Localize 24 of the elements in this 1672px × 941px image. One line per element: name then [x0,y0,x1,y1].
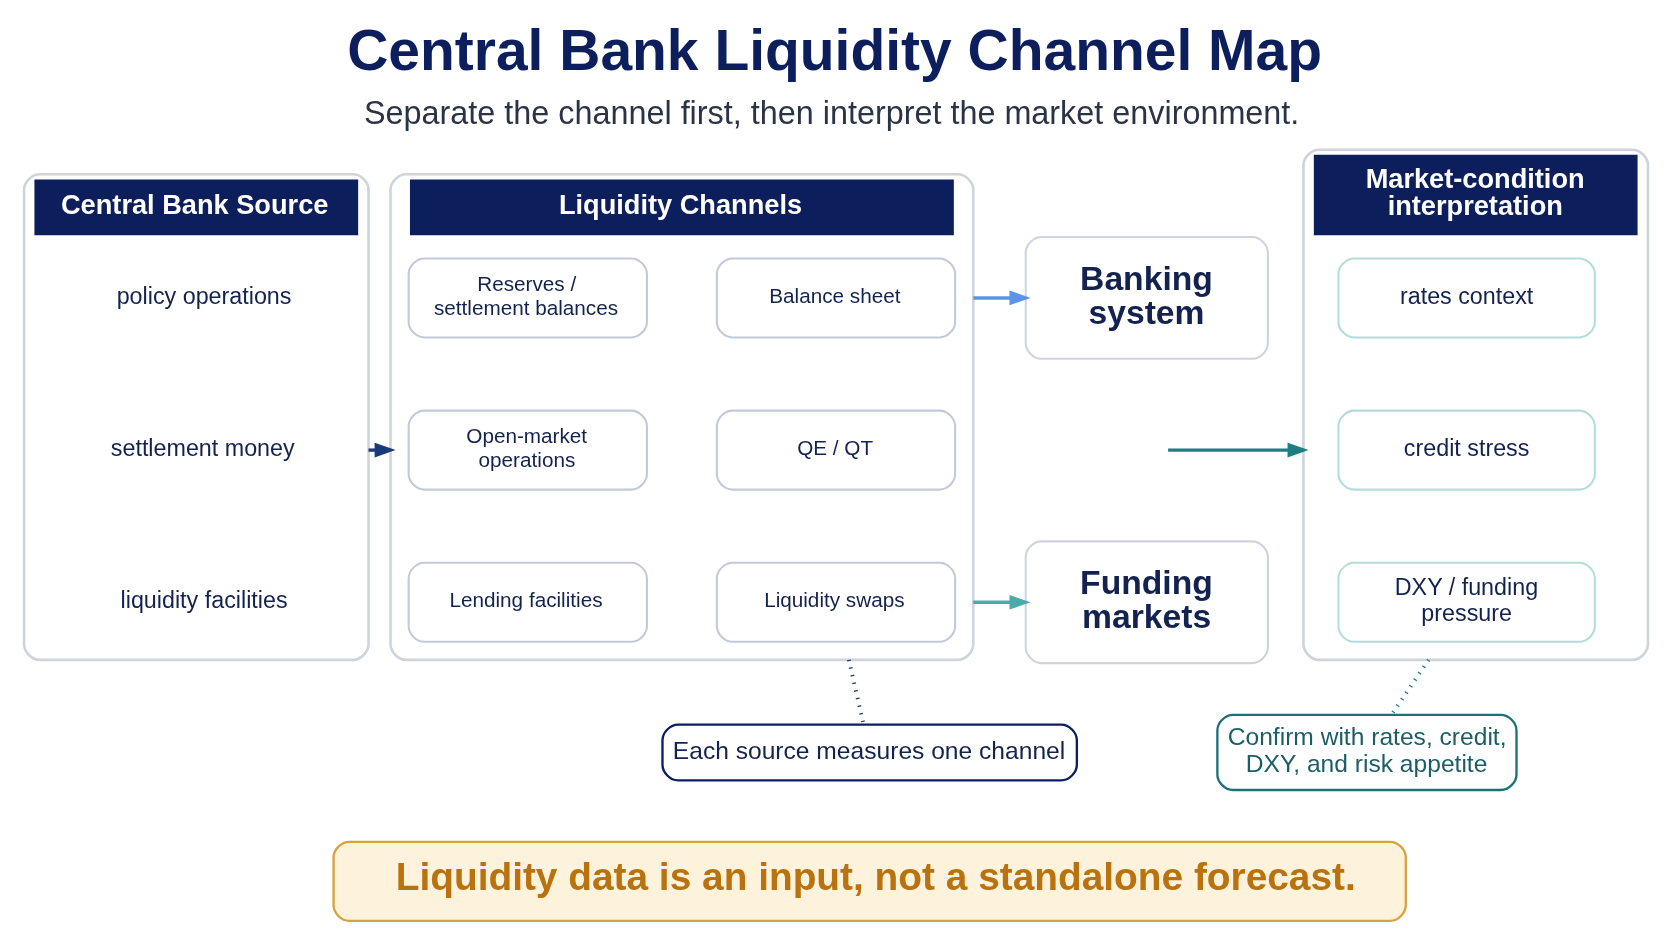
arrow [1168,442,1309,458]
node-box: Banking system [1024,236,1269,360]
node-box: Balance sheet [715,257,957,339]
node-text: policy operations [116,282,292,309]
node-box: credit stress [1337,409,1596,491]
node-box: Liquidity swaps [715,561,957,643]
node-box: rates context [1337,257,1596,339]
node-box: Lending facilities [407,561,648,643]
node-text: liquidity facilities [120,586,288,613]
node-box: Funding markets [1024,540,1269,665]
arrow [368,442,396,458]
node-box: Each source measures one channel [661,723,1079,782]
node-box: DXY / funding pressure [1337,561,1596,643]
arrow [973,594,1031,610]
diagram-title: Central Bank Liquidity Channel Map [347,17,1323,82]
arrow [973,290,1031,306]
node-box: QE / QT [715,409,957,491]
label: Separate the channel first, then interpret the market environment. [363,94,1300,131]
node-box: Confirm with rates, credit, DXY, and risk appetite [1216,713,1518,792]
node-box: Reserves / settlement balances [407,257,648,339]
node-box: Open-market operations [407,409,648,491]
node-box: Liquidity data is an input, not a standalone forecast. [332,840,1407,922]
connector [1390,658,1431,716]
node-text: settlement money [110,434,295,461]
